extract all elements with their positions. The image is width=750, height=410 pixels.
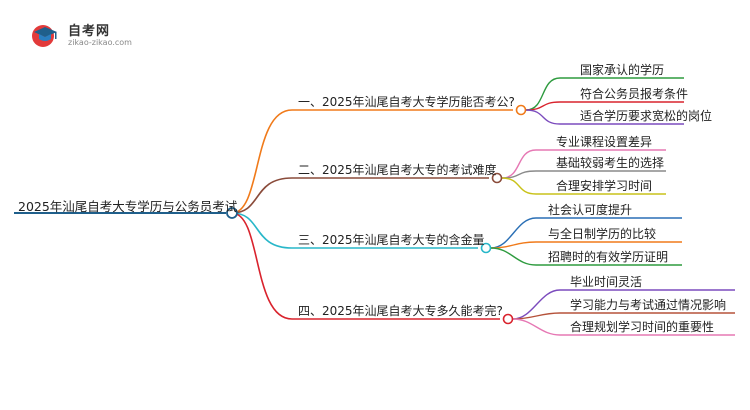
brand-name: 自考网	[68, 24, 111, 39]
child-label-2-2: 基础较弱考生的选择	[556, 156, 665, 170]
branch-dot-4	[502, 313, 514, 325]
root-node-label: 2025年汕尾自考大专学历与公务员考试	[18, 199, 238, 214]
child-label-4-3: 合理规划学习时间的重要性	[570, 320, 715, 334]
mindmap-nodes	[226, 104, 527, 325]
child-label-1-2: 符合公务员报考条件	[580, 87, 689, 101]
child-connector-1-3	[525, 109, 561, 125]
child-label-2-1: 专业课程设置差异	[556, 135, 653, 149]
child-connector-3-1	[490, 217, 537, 249]
branch-connector-1	[231, 109, 293, 214]
child-label-1-1: 国家承认的学历	[580, 63, 665, 77]
brand-url: zikao-zikao.com	[68, 38, 132, 47]
mindmap-edges	[14, 77, 735, 336]
child-connector-4-3	[512, 318, 561, 336]
child-label-2-3: 合理安排学习时间	[556, 179, 653, 193]
child-connector-2-3	[501, 177, 537, 195]
child-label-3-2: 与全日制学历的比较	[548, 227, 657, 241]
child-label-4-1: 毕业时间灵活	[570, 275, 643, 289]
site-logo[interactable]: 自考网 zikao-zikao.com	[30, 20, 140, 52]
child-label-3-3: 招聘时的有效学历证明	[548, 250, 669, 264]
branch-label-2: 二、2025年汕尾自考大专的考试难度	[298, 163, 497, 177]
branch-dot-1	[515, 104, 527, 116]
branch-dot-3	[480, 242, 492, 254]
child-label-1-3: 适合学历要求宽松的岗位	[580, 109, 713, 123]
branch-connector-2	[231, 177, 293, 214]
branch-connector-3	[231, 212, 293, 249]
child-connector-4-2	[512, 312, 561, 320]
branch-dot-2	[491, 172, 503, 184]
root-dot	[226, 207, 238, 219]
child-connector-3-2	[490, 241, 537, 249]
branch-label-3: 三、2025年汕尾自考大专的含金量	[298, 233, 485, 247]
branch-connector-4	[231, 212, 293, 320]
child-label-4-2: 学习能力与考试通过情况影响	[570, 298, 727, 312]
graduation-cap-logo-icon	[32, 25, 57, 47]
child-connector-3-3	[490, 247, 537, 266]
child-label-3-1: 社会认可度提升	[548, 203, 633, 217]
branch-label-1: 一、2025年汕尾自考大专学历能否考公?	[298, 95, 515, 109]
child-connector-4-1	[512, 289, 561, 320]
branch-label-4: 四、2025年汕尾自考大专多久能考完?	[298, 304, 503, 318]
